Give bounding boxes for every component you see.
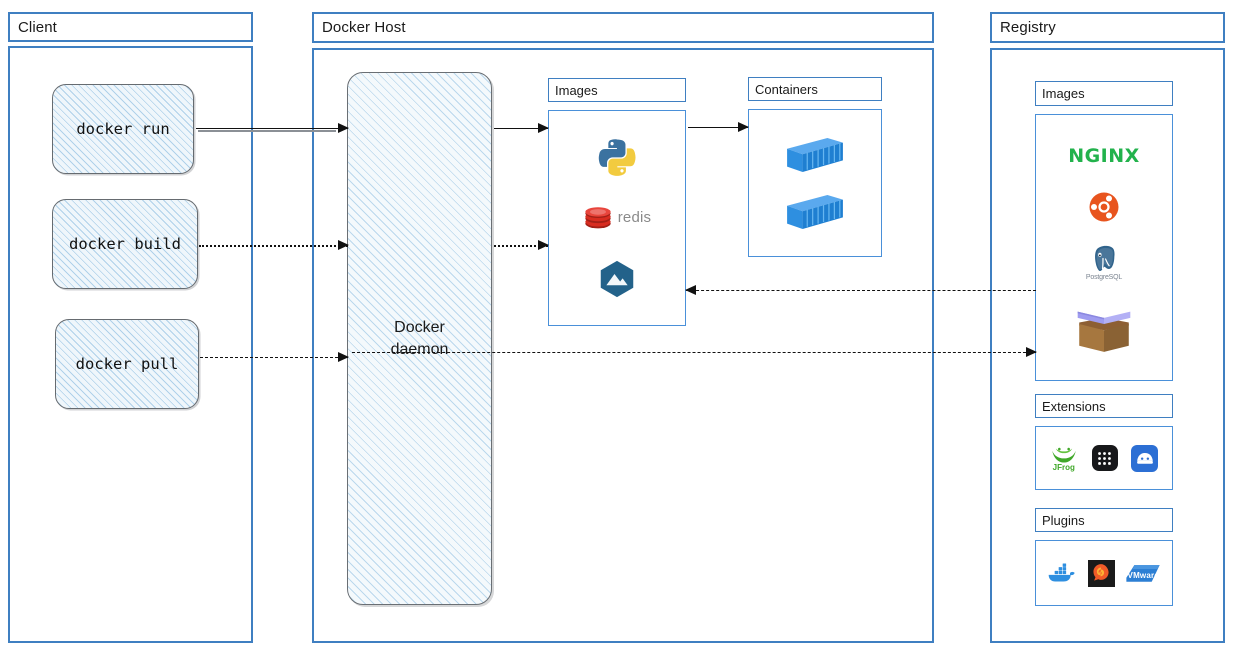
nginx-icon: NGINX xyxy=(1068,141,1140,171)
blue-app-icon xyxy=(1131,444,1159,472)
registry-plugins-body: VMware xyxy=(1035,540,1173,606)
connector-line xyxy=(199,245,348,247)
host-containers-label: Containers xyxy=(755,81,818,97)
docker-host-panel-label: Docker Host xyxy=(322,19,406,36)
host-images-title: Images xyxy=(548,78,686,102)
redis-icon: redis xyxy=(583,201,652,235)
registry-extensions-title: Extensions xyxy=(1035,394,1173,418)
registry-panel-label: Registry xyxy=(1000,19,1056,36)
docker-whale-icon xyxy=(1046,562,1078,585)
command-box-docker-run[interactable]: docker run xyxy=(52,84,194,174)
arrow-head-right xyxy=(338,352,349,362)
vmware-wordmark: VMware xyxy=(1127,571,1159,580)
client-panel-label: Client xyxy=(18,18,57,36)
arrow-head-right xyxy=(738,122,749,132)
connector-line xyxy=(352,352,1036,353)
connector-line xyxy=(494,245,548,247)
connector-line xyxy=(200,357,348,358)
vmware-icon: VMware xyxy=(1124,558,1162,588)
postgresql-wordmark: PostgreSQL xyxy=(1085,274,1123,282)
package-box-icon xyxy=(1073,308,1135,354)
arrow-head-right xyxy=(338,123,349,133)
command-box-docker-build[interactable]: docker build xyxy=(52,199,198,289)
registry-extensions-body: JFrog xyxy=(1035,426,1173,490)
arrow-head-right xyxy=(338,240,349,250)
ubuntu-icon xyxy=(1088,190,1120,224)
command-label: docker build xyxy=(69,235,181,253)
connector-shadow xyxy=(198,130,336,132)
container-icon xyxy=(784,131,846,179)
grid-dots-icon xyxy=(1091,445,1118,471)
registry-plugins-label: Plugins xyxy=(1042,512,1085,528)
command-label: docker pull xyxy=(75,355,179,373)
jfrog-icon: JFrog xyxy=(1050,445,1078,472)
host-containers-body xyxy=(748,109,882,257)
registry-images-body: NGINX PostgreSQL xyxy=(1035,114,1173,381)
connector-line xyxy=(196,128,348,129)
connector-line xyxy=(686,290,1036,291)
docker-daemon-label: Docker daemon xyxy=(390,318,449,358)
arrow-head-right xyxy=(538,240,549,250)
nginx-wordmark: NGINX xyxy=(1068,144,1140,167)
host-images-body: redis xyxy=(548,110,686,326)
registry-images-label: Images xyxy=(1042,86,1085,101)
docker-daemon-box[interactable]: Docker daemon xyxy=(347,72,492,605)
arrow-head-right xyxy=(538,123,549,133)
container-icon xyxy=(784,188,846,236)
registry-extensions-label: Extensions xyxy=(1042,398,1106,414)
connector-line xyxy=(688,127,748,128)
postgresql-icon: PostgreSQL xyxy=(1086,243,1122,289)
arrow-head-right xyxy=(1026,347,1037,357)
connector-line xyxy=(494,128,548,129)
arrow-head-left xyxy=(685,285,696,295)
hexagon-icon xyxy=(597,258,637,300)
docker-host-panel-title: Docker Host xyxy=(312,12,934,43)
command-label: docker run xyxy=(76,120,170,138)
python-icon xyxy=(596,136,638,178)
registry-plugins-title: Plugins xyxy=(1035,508,1173,532)
redis-wordmark: redis xyxy=(617,209,652,227)
registry-panel-title: Registry xyxy=(990,12,1225,43)
host-images-label: Images xyxy=(555,82,598,98)
grafana-icon xyxy=(1087,559,1115,587)
command-box-docker-pull[interactable]: docker pull xyxy=(55,319,199,409)
host-containers-title: Containers xyxy=(748,77,882,101)
client-panel-title: Client xyxy=(8,12,253,42)
registry-images-title: Images xyxy=(1035,81,1173,106)
jfrog-wordmark: JFrog xyxy=(1052,462,1075,472)
